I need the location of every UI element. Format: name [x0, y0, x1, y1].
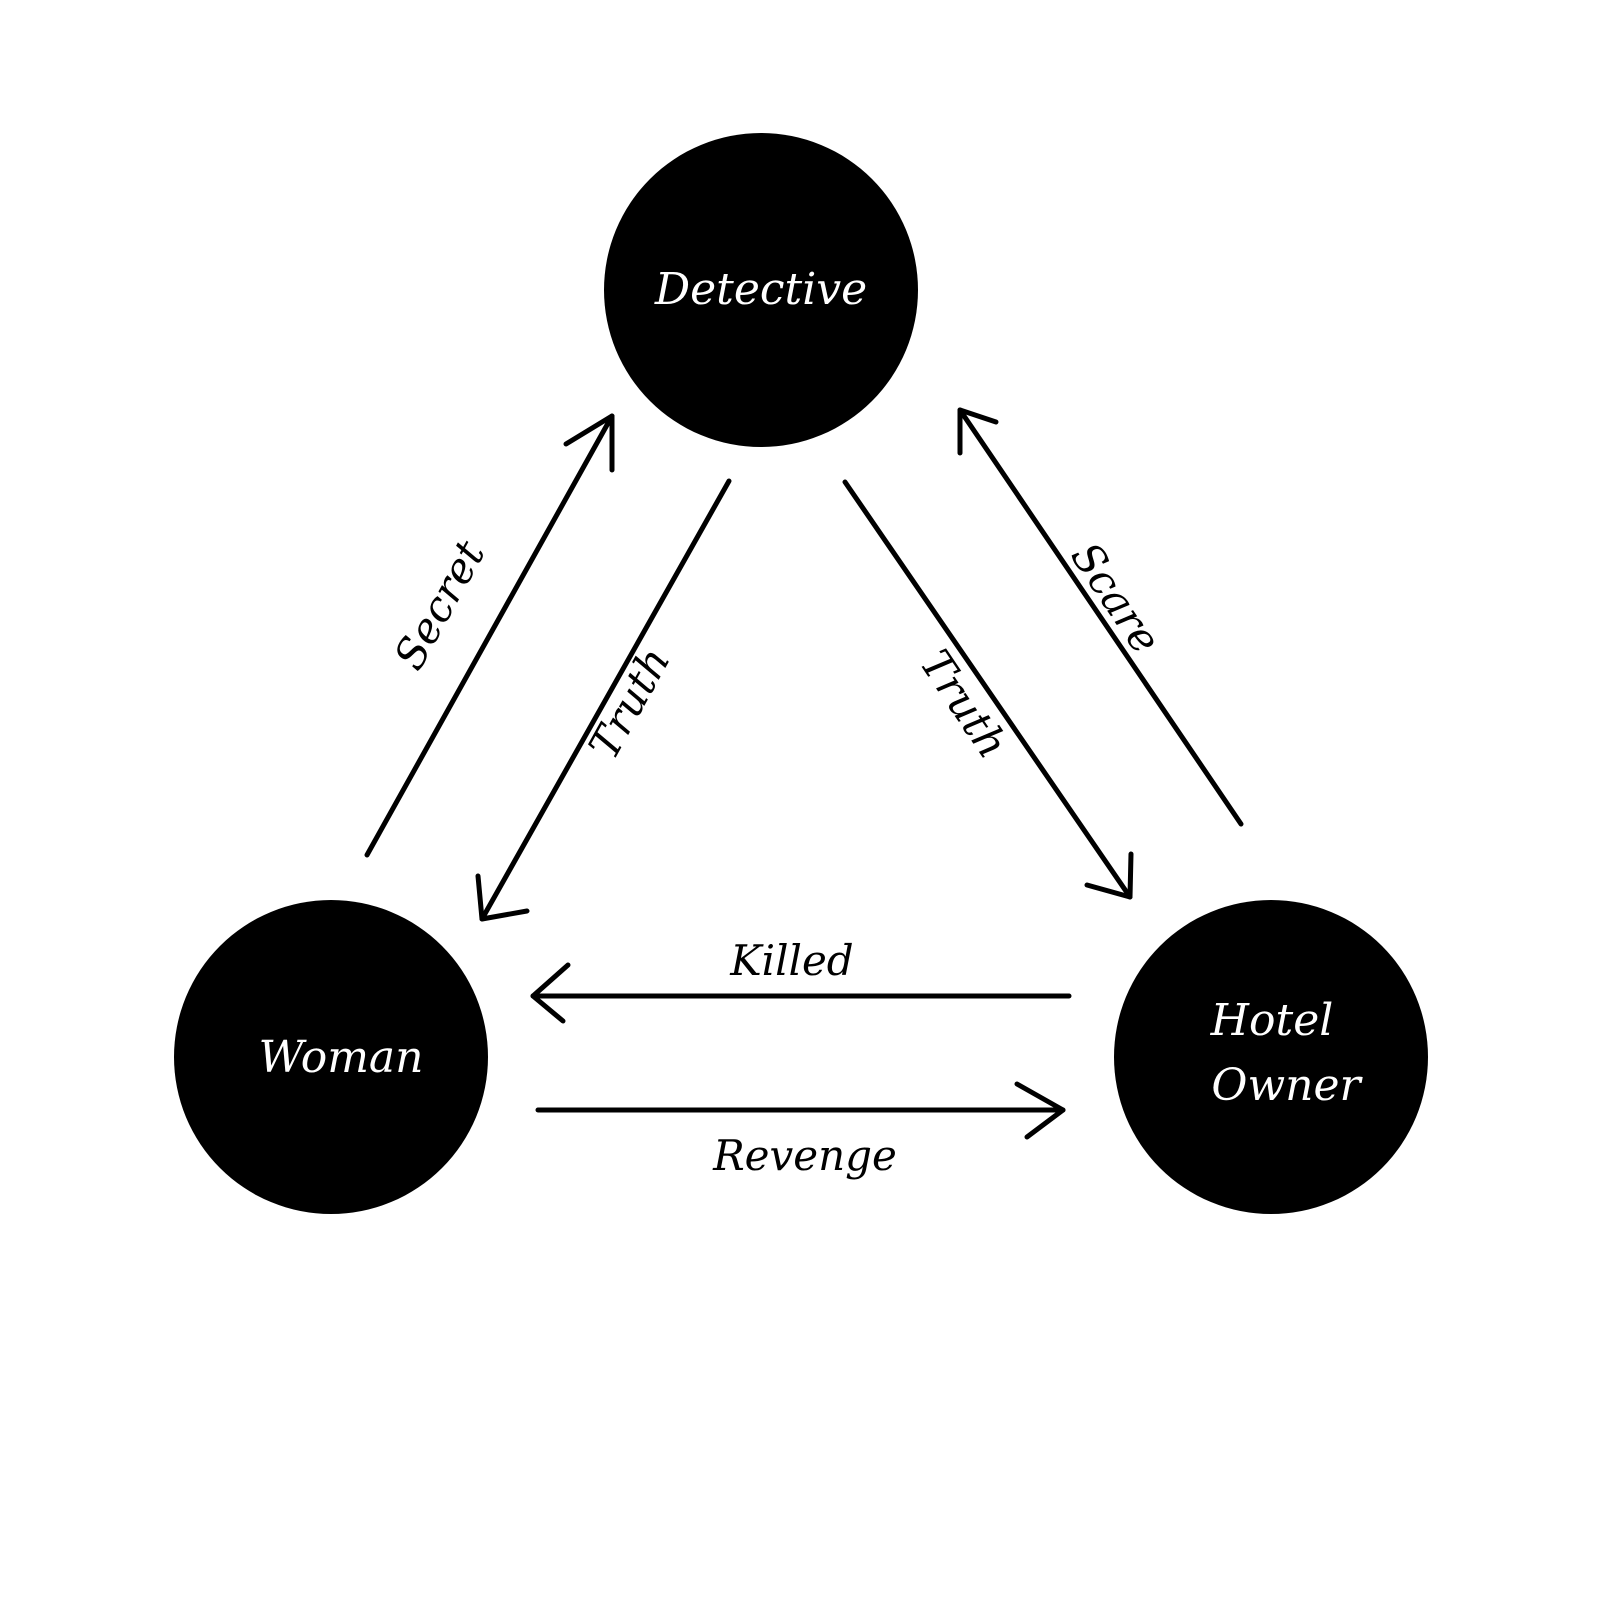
node-detective-label: Detective [654, 264, 867, 315]
node-hotel-owner[interactable]: Hotel Owner [1114, 900, 1428, 1214]
edge-secret [364, 413, 615, 858]
edge-label-truth-to-owner: Truth [910, 641, 1017, 767]
arrowhead-icon [957, 407, 999, 456]
node-woman-label: Woman [258, 1032, 423, 1083]
node-woman-circle [174, 900, 488, 1214]
node-woman[interactable]: Woman [174, 900, 488, 1214]
edge-label-revenge: Revenge [712, 1131, 897, 1180]
arrowhead-icon [563, 413, 615, 473]
edge-scare [957, 407, 1244, 827]
arrowhead-icon [1014, 1081, 1066, 1140]
edge-revenge [535, 1081, 1066, 1140]
edge-label-killed: Killed [729, 936, 853, 985]
node-hotel-owner-label-line1: Hotel [1210, 995, 1334, 1046]
arrowhead-icon [530, 962, 571, 1024]
edge-label-truth-to-woman: Truth [579, 639, 680, 767]
arrowhead-icon [475, 873, 530, 922]
edge-killed [530, 962, 1072, 1024]
edge-truth-to-owner [842, 479, 1134, 900]
node-hotel-owner-circle [1114, 900, 1428, 1214]
arrowhead-icon [1084, 851, 1134, 900]
node-hotel-owner-label-line2: Owner [1211, 1060, 1363, 1111]
node-detective-circle [604, 133, 918, 447]
node-detective[interactable]: Detective [604, 133, 918, 447]
edge-truth-to-woman [475, 478, 732, 922]
